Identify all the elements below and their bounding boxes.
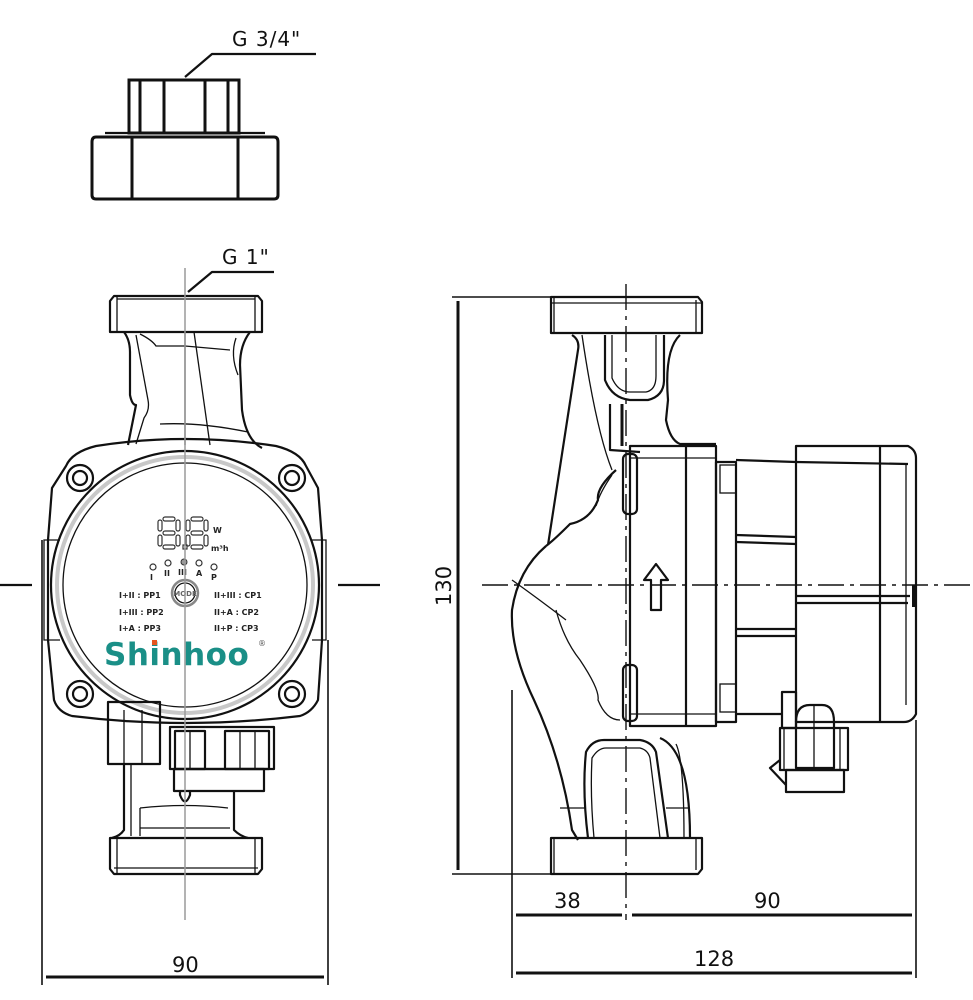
dimension-side-height: 130 (432, 296, 560, 875)
mode-right-1: II+III : CP1 (214, 591, 262, 600)
brand-dot (152, 640, 157, 645)
dimension-side-depth: 38 90 128 (511, 690, 917, 978)
mode-left-2: I+III : PP2 (119, 608, 164, 617)
mode-right-3: II+P : CP3 (214, 624, 259, 633)
indicator-label-1: I (150, 573, 153, 582)
union-nut (90, 78, 280, 201)
terminal-box (106, 700, 276, 803)
indicator-label-3: III (178, 568, 187, 577)
side-inlet-offset-value: 38 (554, 889, 581, 913)
mode-table-right: II+III : CP1 II+A : CP2 II+P : CP3 (214, 591, 262, 633)
side-view (482, 284, 973, 920)
registered-mark: ® (258, 639, 266, 648)
front-width-value: 90 (172, 953, 199, 977)
union-thread-label: G 3/4" (232, 27, 301, 51)
brand-logo: Shinhoo ® (104, 637, 266, 673)
flow-direction-arrow-icon (642, 562, 670, 612)
unit-flow-icon: m³h (211, 544, 229, 553)
mode-left-1: I+II : PP1 (119, 591, 161, 600)
bolt-bottom-left (65, 679, 95, 709)
indicator-label-4: A (196, 569, 203, 578)
indicator-label-2: II (164, 569, 170, 578)
seven-segment-display: W m³h (157, 516, 229, 553)
mode-left-3: I+A : PP3 (119, 624, 161, 633)
indicator-label-5: P (211, 573, 217, 582)
bolt-bottom-right (277, 679, 307, 709)
bolt-top-left (65, 463, 95, 493)
mode-right-2: II+A : CP2 (214, 608, 259, 617)
brand-name: Shinhoo (104, 637, 249, 673)
pump-thread-callout: G 1" (187, 245, 274, 293)
side-total-depth-value: 128 (694, 947, 734, 971)
side-motor-depth-value: 90 (754, 889, 781, 913)
pump-head-flange (628, 444, 718, 728)
side-cable-connector (768, 690, 850, 794)
motor-housing (794, 444, 918, 724)
unit-w-icon: W (213, 526, 222, 535)
dimension-front-width: 90 (41, 540, 329, 985)
pump-thread-label: G 1" (222, 245, 270, 269)
union-thread-callout: G 3/4" (184, 27, 316, 78)
side-height-value: 130 (432, 566, 456, 606)
bolt-top-right (277, 463, 307, 493)
front-view: W m³h I II III A P MODE I+II : PP1 I+III… (0, 268, 380, 920)
indicator-leds: I II III A P (149, 558, 218, 582)
mode-table-left: I+II : PP1 I+III : PP2 I+A : PP3 (119, 591, 164, 633)
